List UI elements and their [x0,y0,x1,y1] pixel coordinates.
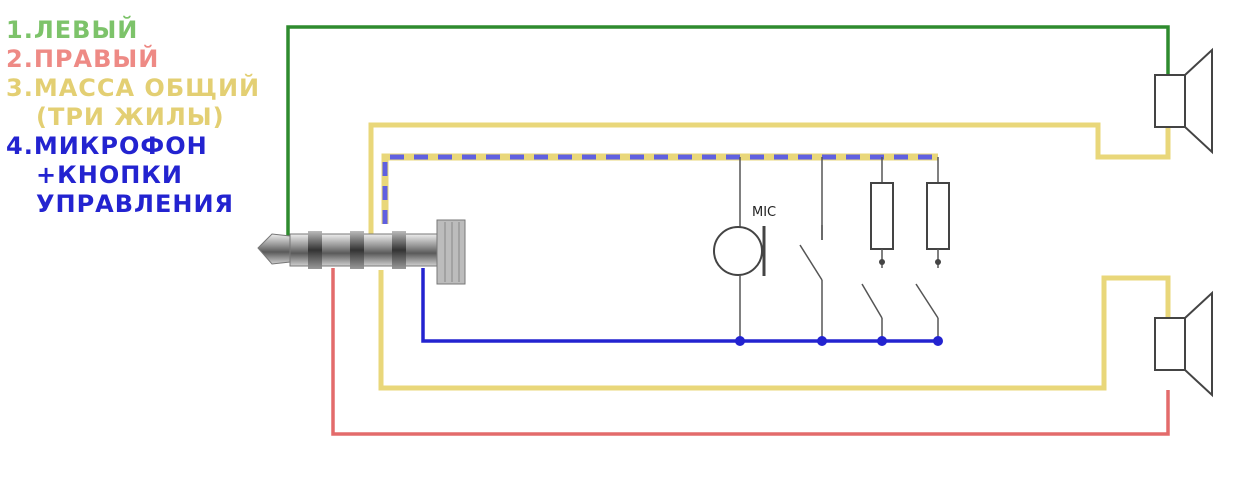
legend-item-ground: 3.МАССА ОБЩИЙ [6,74,261,102]
legend-item-right: 2.ПРАВЫЙ [6,45,160,73]
legend-item-left: 1.ЛЕВЫЙ [6,16,139,44]
ground-wire-bottom [378,270,1171,391]
legend-item-mic: 4.МИКРОФОН [6,132,208,160]
junction-dot [817,336,827,346]
resistor-icon [926,182,950,268]
trrs-jack-plug-icon [257,219,466,285]
right-channel-wire [331,268,1170,436]
legend-item-mic-control: УПРАВЛЕНИЯ [36,190,235,218]
mic-label: MIC [752,205,776,220]
mic-wire [421,268,938,343]
speaker-icon [1154,47,1213,155]
speaker-icon [1154,290,1213,398]
microphone-icon [713,226,766,341]
junction-dot [877,336,887,346]
legend-item-ground-note: (ТРИ ЖИЛЫ) [36,103,225,131]
left-channel-wire [286,25,1170,238]
legend-item-mic-buttons: +КНОПКИ [36,161,184,189]
junction-dot [735,336,745,346]
switch-icon [799,225,823,341]
switch-icon [915,283,939,341]
switch-icon [861,283,883,341]
ground-wire-mic-path [381,153,938,224]
junction-dot [933,336,943,346]
ground-wire-top [368,122,1171,238]
resistor-icon [870,182,894,268]
mic-shared-dashed-wire [382,154,938,224]
wire-legend: 1.ЛЕВЫЙ 2.ПРАВЫЙ 3.МАССА ОБЩИЙ (ТРИ ЖИЛЫ… [6,16,260,219]
